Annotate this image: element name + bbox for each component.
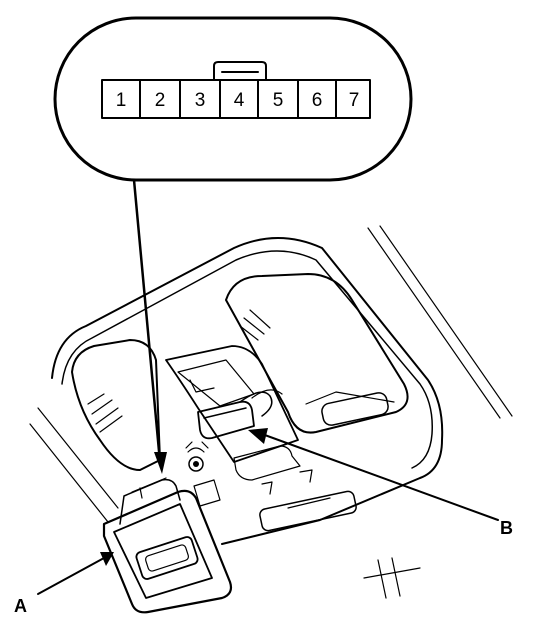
connector-pin-row: 1 2 3 4 5 6 7	[101, 79, 371, 119]
pin-3-label: 3	[195, 90, 206, 111]
pin-4-label: 4	[234, 90, 245, 111]
pin-cell-3: 3	[195, 79, 221, 119]
pin-2-label: 2	[155, 90, 166, 111]
pin-6-label: 6	[312, 90, 323, 111]
switch-assembly-a	[102, 477, 233, 614]
detail-leader-arrow	[132, 178, 167, 474]
callout-a-label: A	[14, 596, 27, 616]
callout-b: B	[248, 428, 513, 538]
connector-detail-bubble	[53, 16, 413, 182]
callout-a: A	[14, 552, 114, 616]
pin-cell-6: 6	[312, 79, 337, 119]
callout-b-label: B	[500, 518, 513, 538]
pin-cell-5: 5	[273, 79, 299, 119]
pin-cell-2: 2	[155, 79, 181, 119]
pin-cell-7: 7	[349, 90, 360, 111]
pin-7-label: 7	[349, 90, 360, 111]
roof-headliner	[29, 225, 513, 599]
pin-5-label: 5	[273, 90, 284, 111]
harness-connector-b	[197, 389, 283, 440]
pin-1-label: 1	[116, 90, 127, 111]
pin-cell-1: 1	[116, 79, 141, 119]
pin-cell-4: 4	[234, 79, 259, 119]
